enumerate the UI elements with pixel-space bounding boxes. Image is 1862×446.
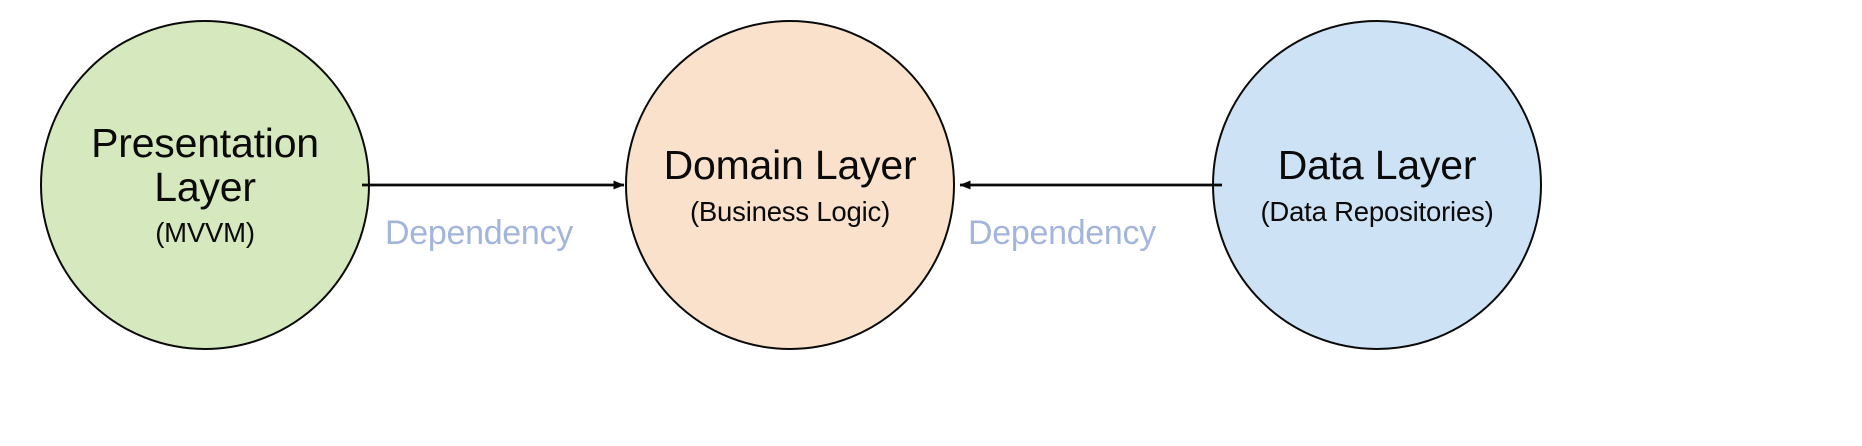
node-presentation-title: Presentation Layer <box>91 120 319 210</box>
node-data-layer[interactable]: Data Layer (Data Repositories) <box>1212 20 1542 350</box>
node-domain-title: Domain Layer <box>663 142 917 189</box>
node-domain-layer[interactable]: Domain Layer (Business Logic) <box>625 20 955 350</box>
node-data-title: Data Layer <box>1277 142 1477 189</box>
arrow-data-to-domain-icon <box>959 180 1222 190</box>
node-presentation-layer[interactable]: Presentation Layer (MVVM) <box>40 20 370 350</box>
node-data-subtitle: (Data Repositories) <box>1260 195 1494 227</box>
arrow-presentation-to-domain-icon <box>362 180 625 190</box>
node-presentation-subtitle: (MVVM) <box>155 217 255 249</box>
node-domain-subtitle: (Business Logic) <box>689 195 891 227</box>
edge-label-dependency-right: Dependency <box>968 214 1156 252</box>
edge-label-dependency-left: Dependency <box>385 214 573 252</box>
